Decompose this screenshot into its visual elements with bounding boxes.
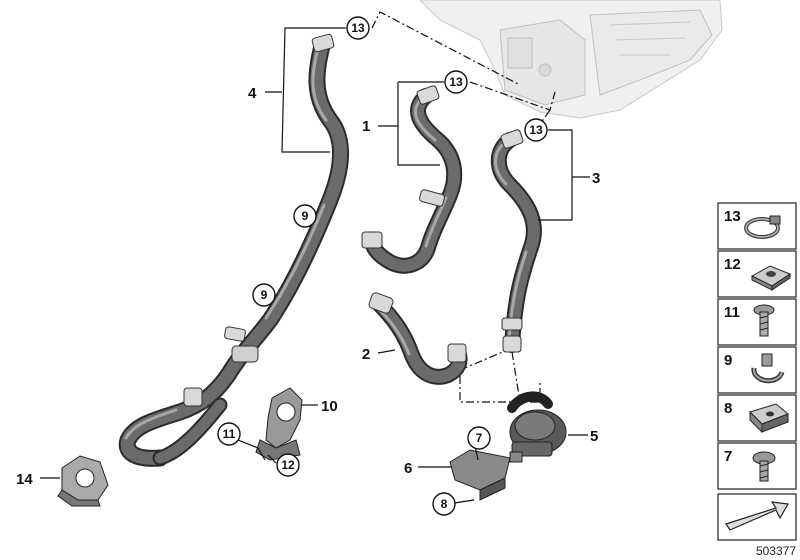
callout-8-label: 8 [441,497,448,511]
screw-icon [753,304,775,337]
hose-clamp-icon [744,215,781,239]
hose-1 [361,85,463,274]
circled-callout-13b: 13 [444,70,468,94]
parts-panel-arrow-box [717,493,797,541]
parts-panel: 13 12 11 [717,202,797,541]
callout-2: 2 [362,346,370,363]
circled-callout-13a: 13 [346,16,370,40]
parts-panel-item-8[interactable]: 8 [717,394,797,442]
water-pump [507,391,567,463]
bracket-6 [449,449,511,501]
square-nut-icon [750,265,792,291]
circled-callout-9b: 9 [252,283,276,307]
parts-panel-label-8: 8 [724,400,732,417]
leader-lines [40,27,590,504]
holder-14 [57,455,109,507]
circled-callout-11: 11 [217,422,241,446]
engine-block-illustration [419,0,723,119]
hose-4 [118,33,349,467]
holder-10 [255,387,303,461]
parts-panel-label-12: 12 [724,256,741,273]
parts-panel-label-7: 7 [724,448,732,465]
parts-panel-item-11[interactable]: 11 [717,298,797,346]
parts-panel-item-13[interactable]: 13 [717,202,797,250]
callout-4: 4 [248,85,257,102]
circled-callout-9a: 9 [293,204,317,228]
callout-6: 6 [404,460,412,477]
parts-panel-item-12[interactable]: 12 [717,250,797,298]
callout-5: 5 [590,428,598,445]
hose-2 [368,292,468,385]
circled-callout-8: 8 [432,492,456,516]
callout-13c-label: 13 [529,123,543,137]
parts-panel-label-9: 9 [724,352,732,369]
hose-holder-icon [751,353,785,384]
callout-11-label: 11 [223,427,236,441]
screw-icon [752,451,776,482]
callout-3: 3 [592,170,600,187]
hose-3 [490,129,542,353]
callout-10: 10 [321,398,338,415]
circled-callout-13c: 13 [524,118,548,142]
spring-nut-icon [749,403,789,434]
circled-callout-7: 7 [467,426,491,450]
parts-panel-label-11: 11 [724,304,740,321]
callout-13a-label: 13 [351,21,365,35]
callout-14: 14 [16,471,33,488]
callout-13b-label: 13 [449,75,463,89]
callout-9b-label: 9 [261,288,268,302]
parts-panel-item-9[interactable]: 9 [717,346,797,394]
parts-panel-label-13: 13 [724,208,741,225]
callout-12-label: 12 [281,458,295,472]
arrow-icon [725,501,789,531]
callout-1: 1 [362,118,370,135]
callout-7-label: 7 [476,431,483,445]
circled-callout-12: 12 [276,453,300,477]
parts-panel-item-7[interactable]: 7 [717,442,797,490]
drawing-number: 503377 [756,544,796,558]
callout-9a-label: 9 [302,209,309,223]
